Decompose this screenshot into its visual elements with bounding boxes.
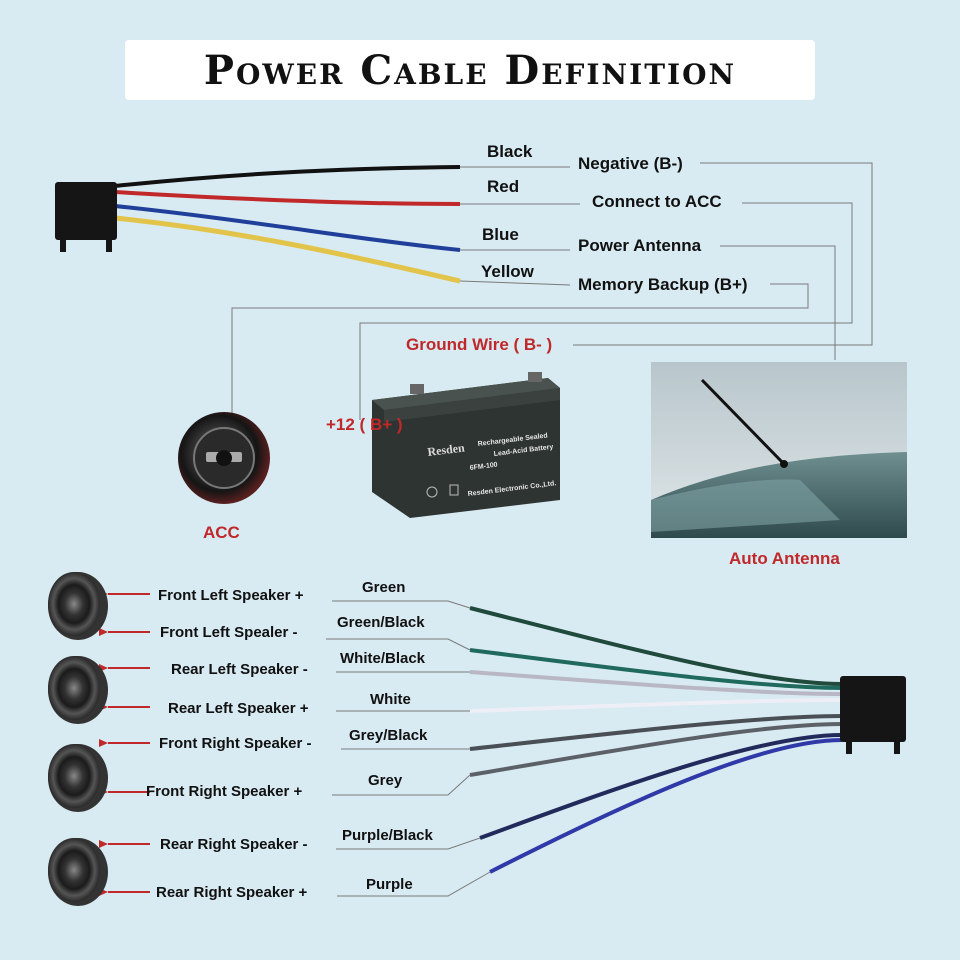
speaker-terminal-label: Rear Right Speaker + <box>156 884 308 901</box>
speaker-wire <box>469 606 843 686</box>
power-connector <box>55 182 117 252</box>
speaker-leader-line <box>332 774 471 796</box>
recycle-icon <box>426 486 438 498</box>
battery-terminal-label: +12 ( B+ ) <box>326 415 403 434</box>
speaker-icon <box>48 656 108 724</box>
speaker-terminal-label: Front Right Speaker + <box>146 783 303 800</box>
speaker-wire-color-label: Green <box>362 579 405 596</box>
speaker-wire-color-label: Purple <box>366 876 413 893</box>
speaker-terminal-label: Rear Right Speaker - <box>160 836 308 853</box>
power-wire-color-label: Black <box>487 142 533 161</box>
speaker-wire <box>469 670 843 696</box>
power-wire-color-label: Red <box>487 177 519 196</box>
speaker-wires <box>469 606 843 874</box>
acc-ignition-switch: ACC <box>178 412 270 542</box>
ground-wire-label: Ground Wire ( B- ) <box>406 335 552 354</box>
speaker-wire-color-label: Purple/Black <box>342 827 434 844</box>
power-wire-function-label: Memory Backup (B+) <box>578 275 748 294</box>
speaker-icon <box>48 838 108 906</box>
blue-wire <box>114 204 461 252</box>
speaker-wire-color-label: White <box>370 691 411 708</box>
speaker-connector <box>840 676 906 754</box>
speaker-wire <box>489 738 843 874</box>
power-wire-color-label: Yellow <box>481 262 535 281</box>
speaker-leader-line <box>337 871 491 897</box>
title-banner: Power Cable Definition <box>125 40 815 100</box>
auto-antenna-label: Auto Antenna <box>729 549 840 568</box>
speaker-leader-line <box>326 638 471 651</box>
speaker-wire <box>479 733 843 840</box>
battery-brand-text: Resden <box>427 440 466 458</box>
auto-antenna-image <box>651 362 907 538</box>
speaker-leader-line <box>332 600 471 609</box>
power-wire-function-label: Power Antenna <box>578 236 702 255</box>
power-wire-function-label: Connect to ACC <box>592 192 722 211</box>
power-wire-function-label: Negative (B-) <box>578 154 683 173</box>
speaker-wire-color-label: Green/Black <box>337 614 425 631</box>
speaker-wire-color-label: Grey <box>368 772 403 789</box>
battery-model-text: 6FM-100 <box>469 462 498 472</box>
speaker-wire <box>469 714 843 751</box>
speaker-leader-line <box>336 837 481 850</box>
acc-label: ACC <box>203 523 240 542</box>
black-wire <box>114 165 461 188</box>
power-leader-lines <box>231 162 873 420</box>
speaker-terminal-label: Front Left Speaker + <box>158 587 304 604</box>
speaker-wire <box>469 698 843 713</box>
do-not-dispose-icon <box>449 484 459 496</box>
power-wire-color-label: Blue <box>482 225 519 244</box>
page-title: Power Cable Definition <box>203 46 737 94</box>
speaker-icon <box>48 744 108 812</box>
speaker-terminal-label: Rear Left Speaker - <box>171 661 308 678</box>
speaker-terminal-label: Front Left Spealer - <box>160 624 298 641</box>
speaker-icon <box>48 572 108 640</box>
speaker-leader-lines <box>99 590 491 897</box>
speaker-terminal-label: Rear Left Speaker + <box>168 700 309 717</box>
speaker-terminal-label: Front Right Speaker - <box>159 735 312 752</box>
power-harness: Black Red Blue Yellow Negative (B-) Conn… <box>55 142 873 420</box>
red-wire <box>114 190 461 206</box>
speaker-wire <box>469 722 843 777</box>
speaker-wire <box>469 648 843 690</box>
speaker-wire-color-label: White/Black <box>340 650 426 667</box>
speaker-wire-color-label: Grey/Black <box>349 727 428 744</box>
battery-image: Resden Rechargeable Sealed Lead-Acid Bat… <box>372 372 560 518</box>
yellow-wire <box>114 215 461 284</box>
